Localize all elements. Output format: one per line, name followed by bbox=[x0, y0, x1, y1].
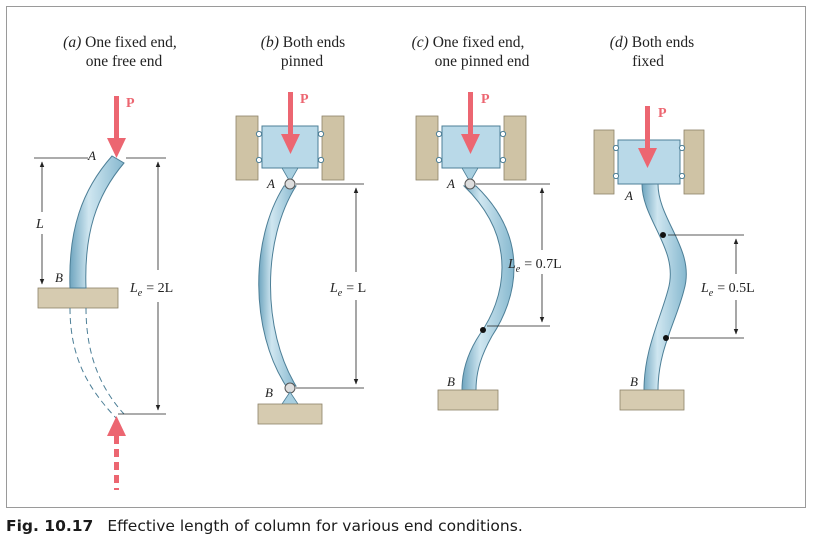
panel-c: (c) One fixed end, one pinned end P A B … bbox=[412, 34, 562, 411]
panel-a-fixed-base bbox=[37, 287, 119, 309]
panel-b-title-line1: (b) Both ends bbox=[261, 34, 345, 51]
panel-c-inflection-point bbox=[480, 327, 486, 333]
panel-b-pin-top bbox=[284, 178, 296, 190]
panel-a-point-a: A bbox=[87, 148, 96, 163]
panel-c-point-b: B bbox=[447, 374, 455, 389]
panel-a-mirror-edge-left bbox=[69, 307, 117, 419]
panel-d: (d) Both ends fixed P A B Le= 0.5L bbox=[593, 34, 755, 411]
panel-a-column bbox=[69, 155, 125, 289]
panel-b-point-b: B bbox=[265, 385, 273, 400]
panel-d-point-a: A bbox=[624, 188, 633, 203]
panel-d-inflection-point-lower bbox=[663, 335, 669, 341]
panel-d-load-label: P bbox=[658, 106, 667, 121]
panel-b-load-label: P bbox=[300, 92, 309, 107]
panel-a-title-line2: one free end bbox=[86, 53, 163, 70]
figure-frame bbox=[6, 6, 806, 508]
panel-d-column bbox=[641, 183, 687, 391]
panel-b-le-label: Le= L bbox=[329, 281, 366, 299]
panel-b-title-line2: pinned bbox=[281, 53, 323, 70]
panel-b-point-a: A bbox=[266, 176, 275, 191]
panel-c-wall-right bbox=[503, 115, 527, 181]
panel-a-load-arrow bbox=[107, 96, 126, 158]
panel-b-load-arrow bbox=[281, 92, 300, 154]
panel-a-mirror-edge-right bbox=[85, 307, 125, 415]
panel-d-point-b: B bbox=[630, 374, 638, 389]
panel-a-point-b: B bbox=[55, 270, 63, 285]
panel-a-load-label: P bbox=[126, 96, 135, 111]
figure-number: Fig. 10.17 bbox=[6, 517, 94, 535]
panel-c-fixed-base bbox=[437, 389, 499, 411]
panel-c-column bbox=[461, 185, 515, 391]
panel-b-wall-right bbox=[321, 115, 345, 181]
panel-c-point-a: A bbox=[446, 176, 455, 191]
panel-c-le-label: Le= 0.7L bbox=[507, 257, 562, 275]
panel-b-ground bbox=[257, 403, 323, 425]
panel-a: (a) One fixed end, one free end P A B L bbox=[34, 34, 177, 490]
panel-d-le-label: Le= 0.5L bbox=[700, 281, 755, 299]
figure-caption: Fig. 10.17 Effective length of column for… bbox=[6, 517, 806, 541]
panel-b-wall-left bbox=[235, 115, 259, 181]
panel-a-reaction-arrow bbox=[107, 416, 126, 490]
panel-c-load-label: P bbox=[481, 92, 490, 107]
panel-c-title-line1: (c) One fixed end, bbox=[412, 34, 525, 51]
panel-d-title-line2: fixed bbox=[632, 53, 664, 70]
panel-a-le-label: Le= 2L bbox=[129, 281, 173, 299]
panel-b-column bbox=[258, 185, 297, 387]
panel-c-title-line2: one pinned end bbox=[435, 53, 530, 70]
panel-d-wall-right bbox=[683, 129, 705, 195]
panel-b: (b) Both ends pinned P A B Le= L bbox=[235, 34, 366, 425]
panel-c-pin-top bbox=[464, 178, 476, 190]
panel-d-fixed-base bbox=[619, 389, 685, 411]
panel-a-length-label: L bbox=[35, 217, 44, 232]
panel-c-wall-left bbox=[415, 115, 439, 181]
panel-d-title-line1: (d) Both ends bbox=[610, 34, 694, 51]
panel-d-wall-left bbox=[593, 129, 615, 195]
panel-a-title-line1: (a) One fixed end, bbox=[63, 34, 177, 51]
panel-d-load-arrow bbox=[638, 106, 657, 168]
caption-text: Effective length of column for various e… bbox=[107, 517, 523, 535]
panel-c-load-arrow bbox=[461, 92, 480, 154]
panel-d-inflection-point-upper bbox=[660, 232, 666, 238]
